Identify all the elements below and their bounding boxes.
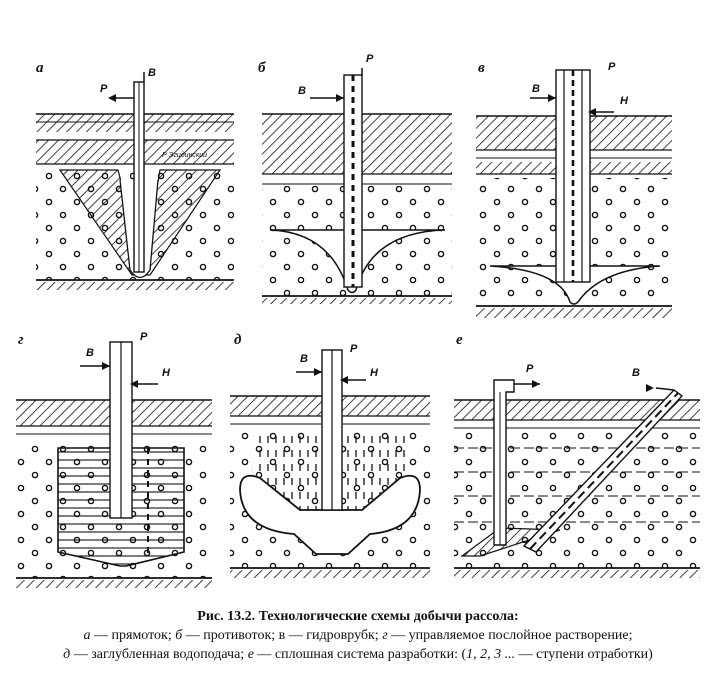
panel-c-letter: в (478, 60, 485, 76)
caption-text-a: — прямоток; (90, 628, 176, 643)
panel-a-annotation: Р Эгидинский (162, 151, 207, 159)
panel-f-label-v: В (632, 367, 640, 379)
caption-text-steps: — ступени отработки) (515, 647, 653, 662)
caption-body: а — прямоток; б — противоток; в — гидров… (0, 626, 716, 664)
caption-key-g: г (382, 628, 388, 643)
panel-a-label-v: В (148, 67, 156, 79)
panel-a: а Р В Р Эгидинский (36, 60, 234, 290)
panel-e-label-p: Р (350, 343, 358, 355)
technological-schemes-figure: а Р В Р Эгидинский б В Р (16, 53, 700, 588)
panel-d: г В Р Н (16, 331, 212, 588)
panel-f: е Р В (454, 332, 700, 578)
panel-e-label-n: Н (370, 367, 379, 379)
panel-a-label-p: Р (100, 83, 108, 95)
panel-f-letter: е (456, 332, 463, 348)
panel-d-letter: г (18, 332, 24, 348)
figure-caption: Рис. 13.2. Технологические схемы добычи … (0, 607, 716, 664)
panel-b-letter: б (258, 60, 266, 76)
panel-e: д В Р Н (230, 332, 430, 578)
panel-c: в В Р Н (476, 60, 672, 318)
caption-text-d: — заглубленная водоподача; (70, 647, 248, 662)
panel-c-label-p: Р (608, 61, 616, 73)
panel-d-label-v: В (86, 347, 94, 359)
caption-text-g: — управляемое послойное растворение; (387, 628, 633, 643)
panel-e-letter: д (234, 332, 242, 348)
panel-f-label-p: Р (526, 363, 534, 375)
panel-a-letter: а (36, 60, 44, 76)
caption-text-e: — сплошная система разработки: ( (253, 647, 467, 662)
panel-b-label-v: В (298, 85, 306, 97)
caption-key-b: б (175, 628, 183, 643)
panel-b-label-p: Р (366, 53, 374, 65)
panel-e-label-v: В (300, 353, 308, 365)
caption-key-d: д (63, 647, 71, 662)
panel-c-label-v: В (532, 83, 540, 95)
caption-key-steps: 1, 2, 3 ... (466, 647, 516, 662)
panel-b: б В Р (258, 53, 452, 304)
caption-title: Рис. 13.2. Технологические схемы добычи … (197, 609, 519, 624)
caption-key-a: а (83, 628, 91, 643)
caption-key-e: е (247, 647, 254, 662)
panel-d-label-p: Р (140, 331, 148, 343)
panel-c-label-n: Н (620, 95, 629, 107)
panel-d-label-n: Н (162, 367, 171, 379)
caption-text-b: — противоток; в — гидроврубк; (182, 628, 383, 643)
